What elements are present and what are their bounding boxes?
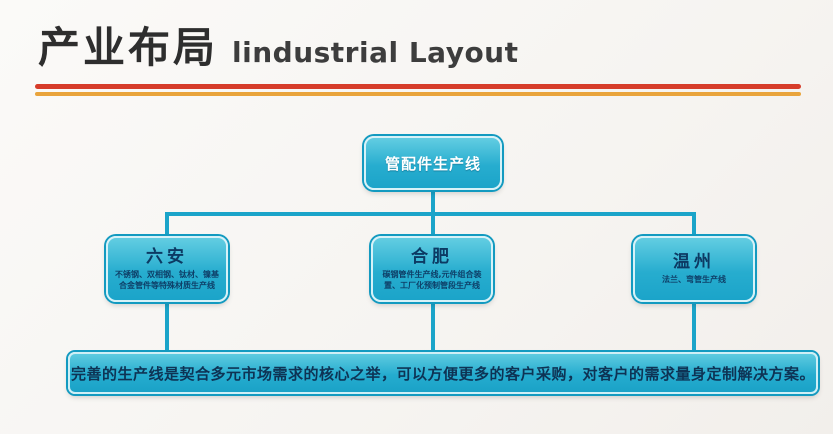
connector-drop-luan: [165, 212, 169, 240]
divider-red-line: [35, 84, 801, 89]
branch-desc-luan: 不锈钢、双相钢、钛材、镍基合金管件等特殊材质生产线: [115, 269, 219, 290]
branch-name-hefei: 合肥: [411, 246, 453, 267]
page-header: 产业布局 lindustrial Layout: [38, 14, 519, 75]
branch-name-luan: 六安: [146, 246, 188, 267]
root-node-pipe-fittings: 管配件生产线: [364, 136, 502, 190]
connector-root-drop: [431, 188, 435, 214]
branch-node-luan: 六安 不锈钢、双相钢、钛材、镍基合金管件等特殊材质生产线: [106, 236, 228, 302]
divider-orange-line: [35, 92, 801, 96]
branch-desc-wenzhou: 法兰、弯管生产线: [662, 275, 726, 285]
connector-horizontal: [165, 212, 696, 216]
connector-drop-wenzhou: [692, 212, 696, 240]
connector-luan-summary: [165, 300, 169, 354]
connector-wenzhou-summary: [692, 300, 696, 354]
connector-hefei-summary: [431, 300, 435, 354]
summary-bar: 完善的生产线是契合多元市场需求的核心之举，可以方便更多的客户采购，对客户的需求量…: [68, 352, 818, 394]
branch-node-wenzhou: 温州 法兰、弯管生产线: [633, 236, 755, 302]
connector-drop-hefei: [431, 212, 435, 240]
root-node-label: 管配件生产线: [384, 154, 481, 173]
page-title-en: lindustrial Layout: [232, 36, 519, 69]
page-title-cn: 产业布局: [38, 23, 219, 72]
branch-desc-hefei: 碳钢管件生产线,元件组合装置、工厂化预制管段生产线: [382, 269, 482, 290]
summary-text: 完善的生产线是契合多元市场需求的核心之举，可以方便更多的客户采购，对客户的需求量…: [70, 364, 815, 383]
branch-name-wenzhou: 温州: [673, 251, 715, 272]
branch-node-hefei: 合肥 碳钢管件生产线,元件组合装置、工厂化预制管段生产线: [371, 236, 493, 302]
